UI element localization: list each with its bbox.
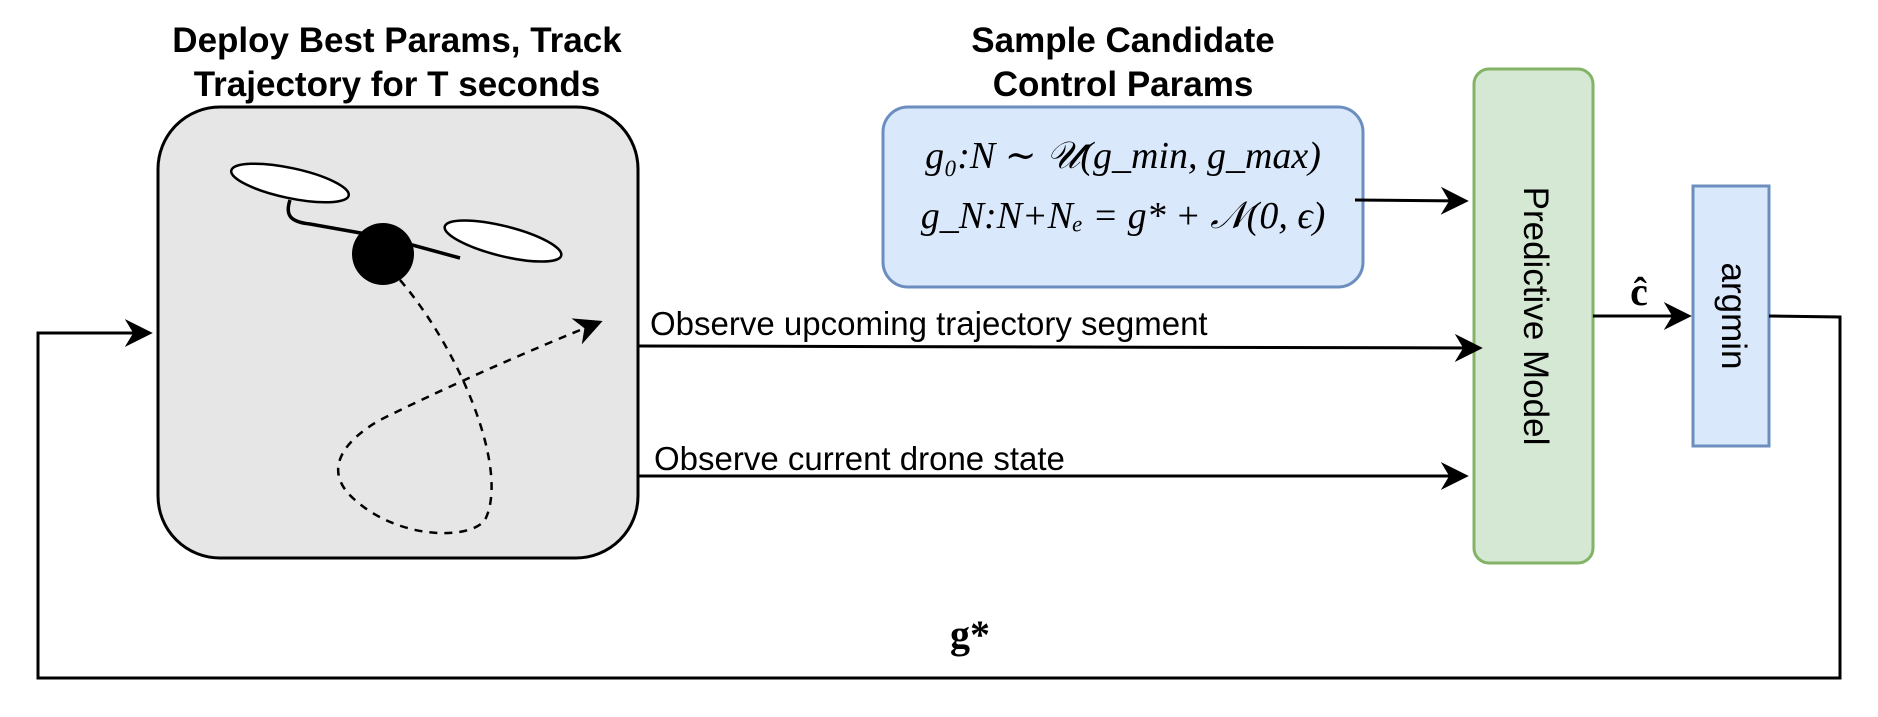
sample-title-line1: Sample Candidate <box>971 21 1274 60</box>
deploy-title-line1: Deploy Best Params, Track <box>172 21 622 60</box>
sample-title-line2: Control Params <box>993 65 1254 104</box>
argmin-box <box>1691 184 1771 448</box>
drone-icon <box>229 162 563 285</box>
arrow-candidates <box>1354 186 1469 215</box>
predictive-model-label: Predictive Model <box>1516 187 1555 446</box>
deploy-title-line2: Trajectory for T seconds <box>194 65 601 104</box>
upcoming-trajectory-label: Observe upcoming trajectory segment <box>650 305 1208 342</box>
g-star-label: g* <box>950 612 990 657</box>
argmin-label: argmin <box>1714 263 1753 370</box>
equation-gaussian: g_N:N+Nₑ = g* + 𝒩(0, ϵ) <box>921 195 1326 237</box>
deploy-box <box>156 105 640 560</box>
c-hat-label: ĉ <box>1630 269 1648 314</box>
arrow-upcoming-trajectory <box>637 333 1483 362</box>
trajectory-path <box>336 279 603 535</box>
sample-params-box <box>881 105 1365 289</box>
feedback-loop-arrow <box>36 314 1842 680</box>
equation-uniform: g₀:N ∼ 𝒰(g_min, g_max) <box>925 135 1321 177</box>
current-state-label: Observe current drone state <box>654 440 1065 477</box>
